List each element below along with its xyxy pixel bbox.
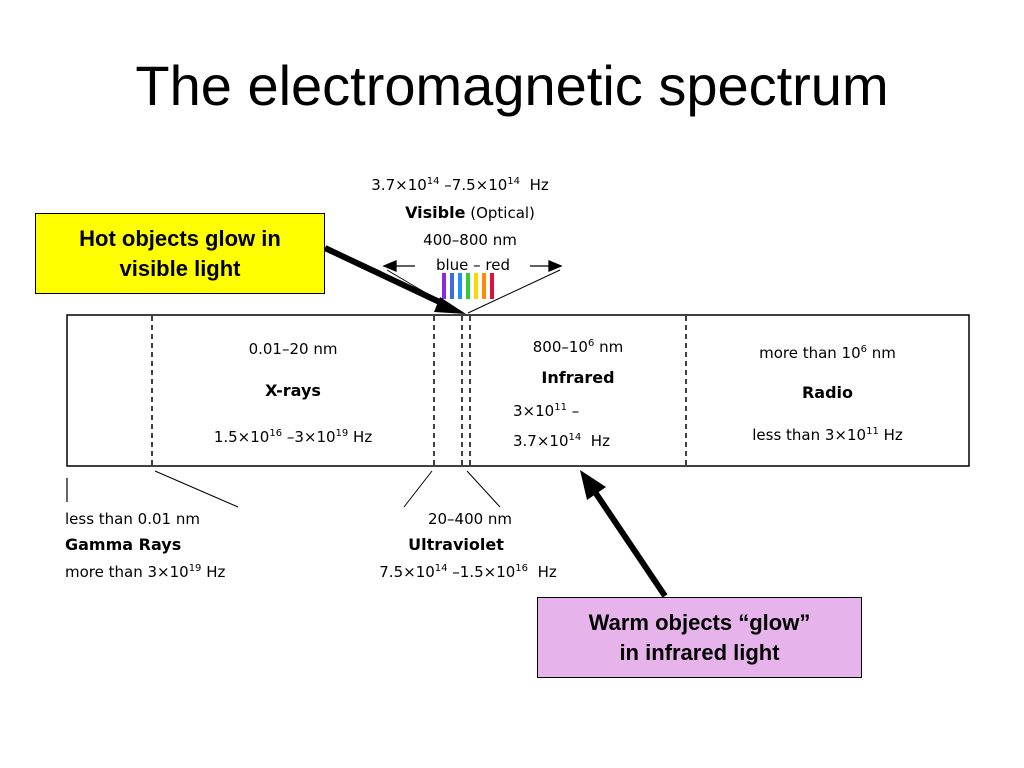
gamma-name: Gamma Rays: [65, 535, 182, 554]
rainbow-bar: [466, 273, 470, 299]
infrared-name: Infrared: [541, 368, 615, 387]
infrared-frequency-line2: 3.7×1014 Hz: [513, 432, 610, 450]
xray-leader: [154, 470, 239, 508]
infrared-frequency-line1: 3×1011 –: [513, 402, 580, 420]
warm-callout-line1: Warm objects “glow”: [588, 609, 811, 635]
visible-leader-right: [467, 269, 561, 314]
visible-rainbow: [442, 273, 494, 299]
warm-objects-callout: Warm objects “glow” in infrared light: [537, 597, 862, 678]
gamma-frequency: more than 3×1019 Hz: [65, 563, 226, 581]
hot-arrow-line: [323, 245, 450, 309]
xray-name: X-rays: [265, 381, 321, 400]
gamma-wavelength: less than 0.01 nm: [65, 510, 200, 528]
infrared-wavelength: 800–106 nm: [532, 338, 624, 356]
rainbow-bar: [474, 273, 478, 299]
rainbow-bar: [490, 273, 494, 299]
xray-wavelength: 0.01–20 nm: [248, 340, 338, 358]
radio-frequency: less than 3×1011 Hz: [752, 426, 903, 444]
warm-arrow-line: [592, 490, 668, 598]
hot-objects-callout: Hot objects glow in visible light: [35, 213, 325, 294]
radio-name: Radio: [801, 383, 854, 402]
visible-range-label: blue – red: [435, 256, 511, 274]
page-title: The electromagnetic spectrum: [135, 54, 889, 117]
radio-wavelength: more than 106 nm: [759, 344, 896, 362]
red-arrowhead: [548, 260, 563, 272]
rainbow-bar: [442, 273, 446, 299]
rainbow-bar: [450, 273, 454, 299]
uv-name: Ultraviolet: [408, 535, 504, 554]
xray-frequency: 1.5×1016 –3×1019 Hz: [213, 428, 373, 446]
spectrum-bar: [66, 314, 970, 467]
uv-frequency: 7.5×1014 –1.5×1016 Hz: [379, 563, 557, 581]
uv-leader-left: [403, 470, 433, 508]
visible-name: Visible (Optical): [405, 203, 535, 222]
uv-wavelength: 20–400 nm: [427, 510, 513, 528]
warm-callout-line2: in infrared light: [619, 639, 780, 665]
visible-wavelength: 400–800 nm: [423, 231, 517, 249]
uv-leader-right: [466, 470, 501, 508]
rainbow-bar: [482, 273, 486, 299]
blue-arrowhead: [382, 260, 397, 272]
visible-frequency: 3.7×1014 –7.5×1014 Hz: [371, 176, 549, 194]
rainbow-bar: [458, 273, 462, 299]
hot-callout-line1: Hot objects glow in: [79, 225, 281, 251]
warm-arrowhead: [580, 470, 606, 500]
hot-callout-line2: visible light: [119, 255, 241, 281]
hot-arrowhead: [434, 297, 466, 314]
